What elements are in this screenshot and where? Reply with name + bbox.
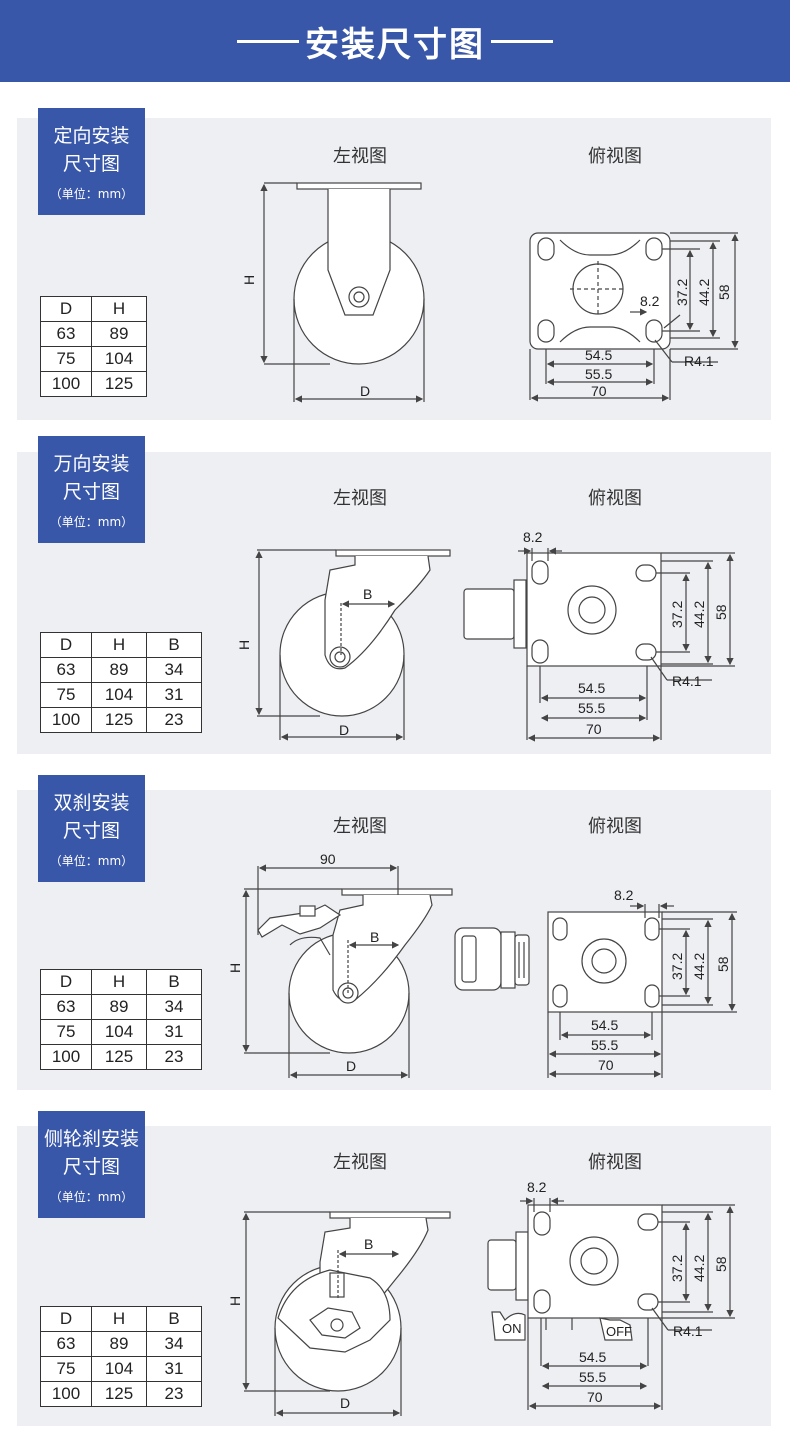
top-view-label: 俯视图 [588, 1152, 642, 1173]
b-dimension-label: B [370, 929, 379, 945]
h-dimension-label: H [227, 963, 243, 973]
hole-spacing-y-label: 37.2 [669, 601, 685, 628]
hole-width-label: 8.2 [527, 1179, 547, 1195]
radius-label: R4.1 [684, 353, 714, 369]
radius-label: R4.1 [673, 1323, 703, 1339]
outer-x-label: 55.5 [579, 1369, 606, 1385]
plate-y-label: 58 [715, 956, 731, 972]
double-brake-caster-side-view [242, 864, 453, 1079]
outer-x-label: 55.5 [591, 1037, 618, 1053]
side-view-label: 左视图 [333, 1152, 387, 1173]
section-title: 侧轮刹安装尺寸图 [43, 1128, 139, 1178]
double-brake-caster-top-view [454, 902, 737, 1078]
header-banner: 安装尺寸图 [0, 0, 790, 82]
d-dimension-label: D [339, 722, 349, 738]
hole-spacing-y-label: 37.2 [669, 953, 685, 980]
d-dimension-label: D [346, 1058, 356, 1074]
d-dimension-label: D [360, 383, 370, 399]
hole-spacing-y-label: 37.2 [674, 279, 690, 306]
side-brake-caster-side-view [242, 1211, 451, 1417]
side-view-label: 左视图 [333, 146, 387, 167]
h-dimension-label: H [227, 1296, 243, 1306]
outer-y-label: 44.2 [691, 953, 707, 980]
plate-y-label: 58 [713, 604, 729, 620]
section-double-brake-tag: 双刹安装尺寸图 （单位：mm） [38, 775, 145, 882]
fixed-caster-side-view [260, 182, 425, 403]
fixed-caster-top-view [529, 232, 739, 402]
banner-right-rule [491, 39, 553, 43]
d-dimension-label: D [340, 1395, 350, 1411]
unit-note: （单位：mm） [49, 515, 134, 529]
section-title: 万向安装尺寸图 [53, 453, 130, 503]
brake-width-label: 90 [320, 851, 336, 867]
plate-x-label: 70 [598, 1057, 614, 1073]
hole-width-label: 8.2 [523, 529, 543, 545]
hole-spacing-x-label: 54.5 [585, 347, 612, 363]
plate-x-label: 70 [587, 1389, 603, 1405]
b-dimension-label: B [363, 586, 372, 602]
section-title: 双刹安装尺寸图 [53, 792, 130, 842]
plate-x-label: 70 [591, 383, 607, 399]
side-view-label: 左视图 [333, 488, 387, 509]
side-view-label: 左视图 [333, 816, 387, 837]
outer-x-label: 55.5 [578, 700, 605, 716]
section-swivel-tag: 万向安装尺寸图 （单位：mm） [38, 436, 145, 543]
plate-x-label: 70 [586, 721, 602, 737]
hole-width-label: 8.2 [640, 293, 660, 309]
section-side-brake-tag: 侧轮刹安装尺寸图 （单位：mm） [38, 1111, 145, 1218]
hole-spacing-x-label: 54.5 [591, 1017, 618, 1033]
h-dimension-label: H [241, 275, 257, 285]
plate-y-label: 58 [713, 1256, 729, 1272]
hole-spacing-x-label: 54.5 [579, 1349, 606, 1365]
unit-note: （单位：mm） [49, 187, 134, 201]
brake-off-label: OFF [606, 1324, 632, 1339]
unit-note: （单位：mm） [49, 854, 134, 868]
table-header-row: D H [40, 296, 147, 322]
outer-y-label: 44.2 [691, 1255, 707, 1282]
h-dimension-label: H [236, 640, 252, 650]
banner-left-rule [237, 39, 299, 43]
side-brake-caster-top-view [487, 1197, 735, 1410]
top-view-label: 俯视图 [588, 488, 642, 509]
b-dimension-label: B [364, 1236, 373, 1252]
page-title: 安装尺寸图 [305, 24, 485, 65]
hole-spacing-y-label: 37.2 [669, 1255, 685, 1282]
hole-spacing-x-label: 54.5 [578, 680, 605, 696]
hole-width-label: 8.2 [614, 887, 634, 903]
unit-note: （单位：mm） [49, 1190, 134, 1204]
radius-label: R4.1 [672, 673, 702, 689]
brake-on-label: ON [502, 1321, 522, 1336]
outer-y-label: 44.2 [696, 279, 712, 306]
outer-x-label: 55.5 [585, 366, 612, 382]
outer-y-label: 44.2 [691, 601, 707, 628]
top-view-label: 俯视图 [588, 816, 642, 837]
swivel-caster-top-view [463, 547, 735, 742]
swivel-caster-side-view [255, 549, 451, 741]
top-view-label: 俯视图 [588, 146, 642, 167]
section-fixed-tag: 定向安装尺寸图 （单位：mm） [38, 108, 145, 215]
section-title: 定向安装尺寸图 [53, 125, 130, 175]
plate-y-label: 58 [716, 284, 732, 300]
